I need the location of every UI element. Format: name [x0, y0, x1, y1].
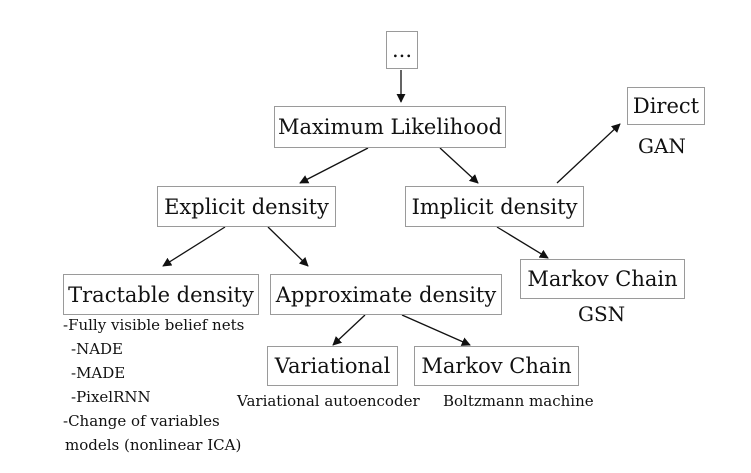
node-root: ...	[386, 31, 418, 69]
label-variational-autoencoder: Variational autoencoder	[237, 392, 420, 410]
node-direct: Direct	[627, 87, 705, 125]
list-item: -MADE	[71, 364, 126, 382]
list-item: models (nonlinear ICA)	[65, 436, 242, 454]
edge-approximate-to-variational	[332, 314, 366, 346]
list-item: -PixelRNN	[71, 388, 151, 406]
edge-max-likelihood-to-explicit	[299, 147, 369, 184]
label-gan: GAN	[638, 134, 686, 158]
list-item: -Change of variables	[63, 412, 220, 430]
list-item: -Fully visible belief nets	[63, 316, 245, 334]
list-item: -NADE	[71, 340, 124, 358]
node-implicit-density: Implicit density	[405, 186, 584, 227]
node-approximate-density: Approximate density	[270, 274, 502, 315]
label-boltzmann-machine: Boltzmann machine	[443, 392, 594, 410]
tractable-examples-list: -Fully visible belief nets -NADE -MADE -…	[63, 313, 244, 457]
node-tractable-density: Tractable density	[63, 274, 259, 315]
edge-explicit-to-tractable	[162, 226, 226, 267]
edge-implicit-to-markov-chain	[496, 226, 549, 259]
edge-implicit-to-direct	[556, 123, 621, 184]
edge-max-likelihood-to-implicit	[439, 147, 479, 184]
node-maximum-likelihood: Maximum Likelihood	[274, 106, 506, 148]
node-markov-chain-approx: Markov Chain	[414, 346, 579, 386]
label-gsn: GSN	[578, 302, 626, 326]
node-explicit-density: Explicit density	[157, 186, 336, 227]
node-markov-chain-implicit: Markov Chain	[520, 259, 685, 299]
edge-approximate-to-markov-chain	[401, 314, 471, 346]
node-variational: Variational	[267, 346, 398, 386]
edge-explicit-to-approximate	[267, 226, 309, 267]
